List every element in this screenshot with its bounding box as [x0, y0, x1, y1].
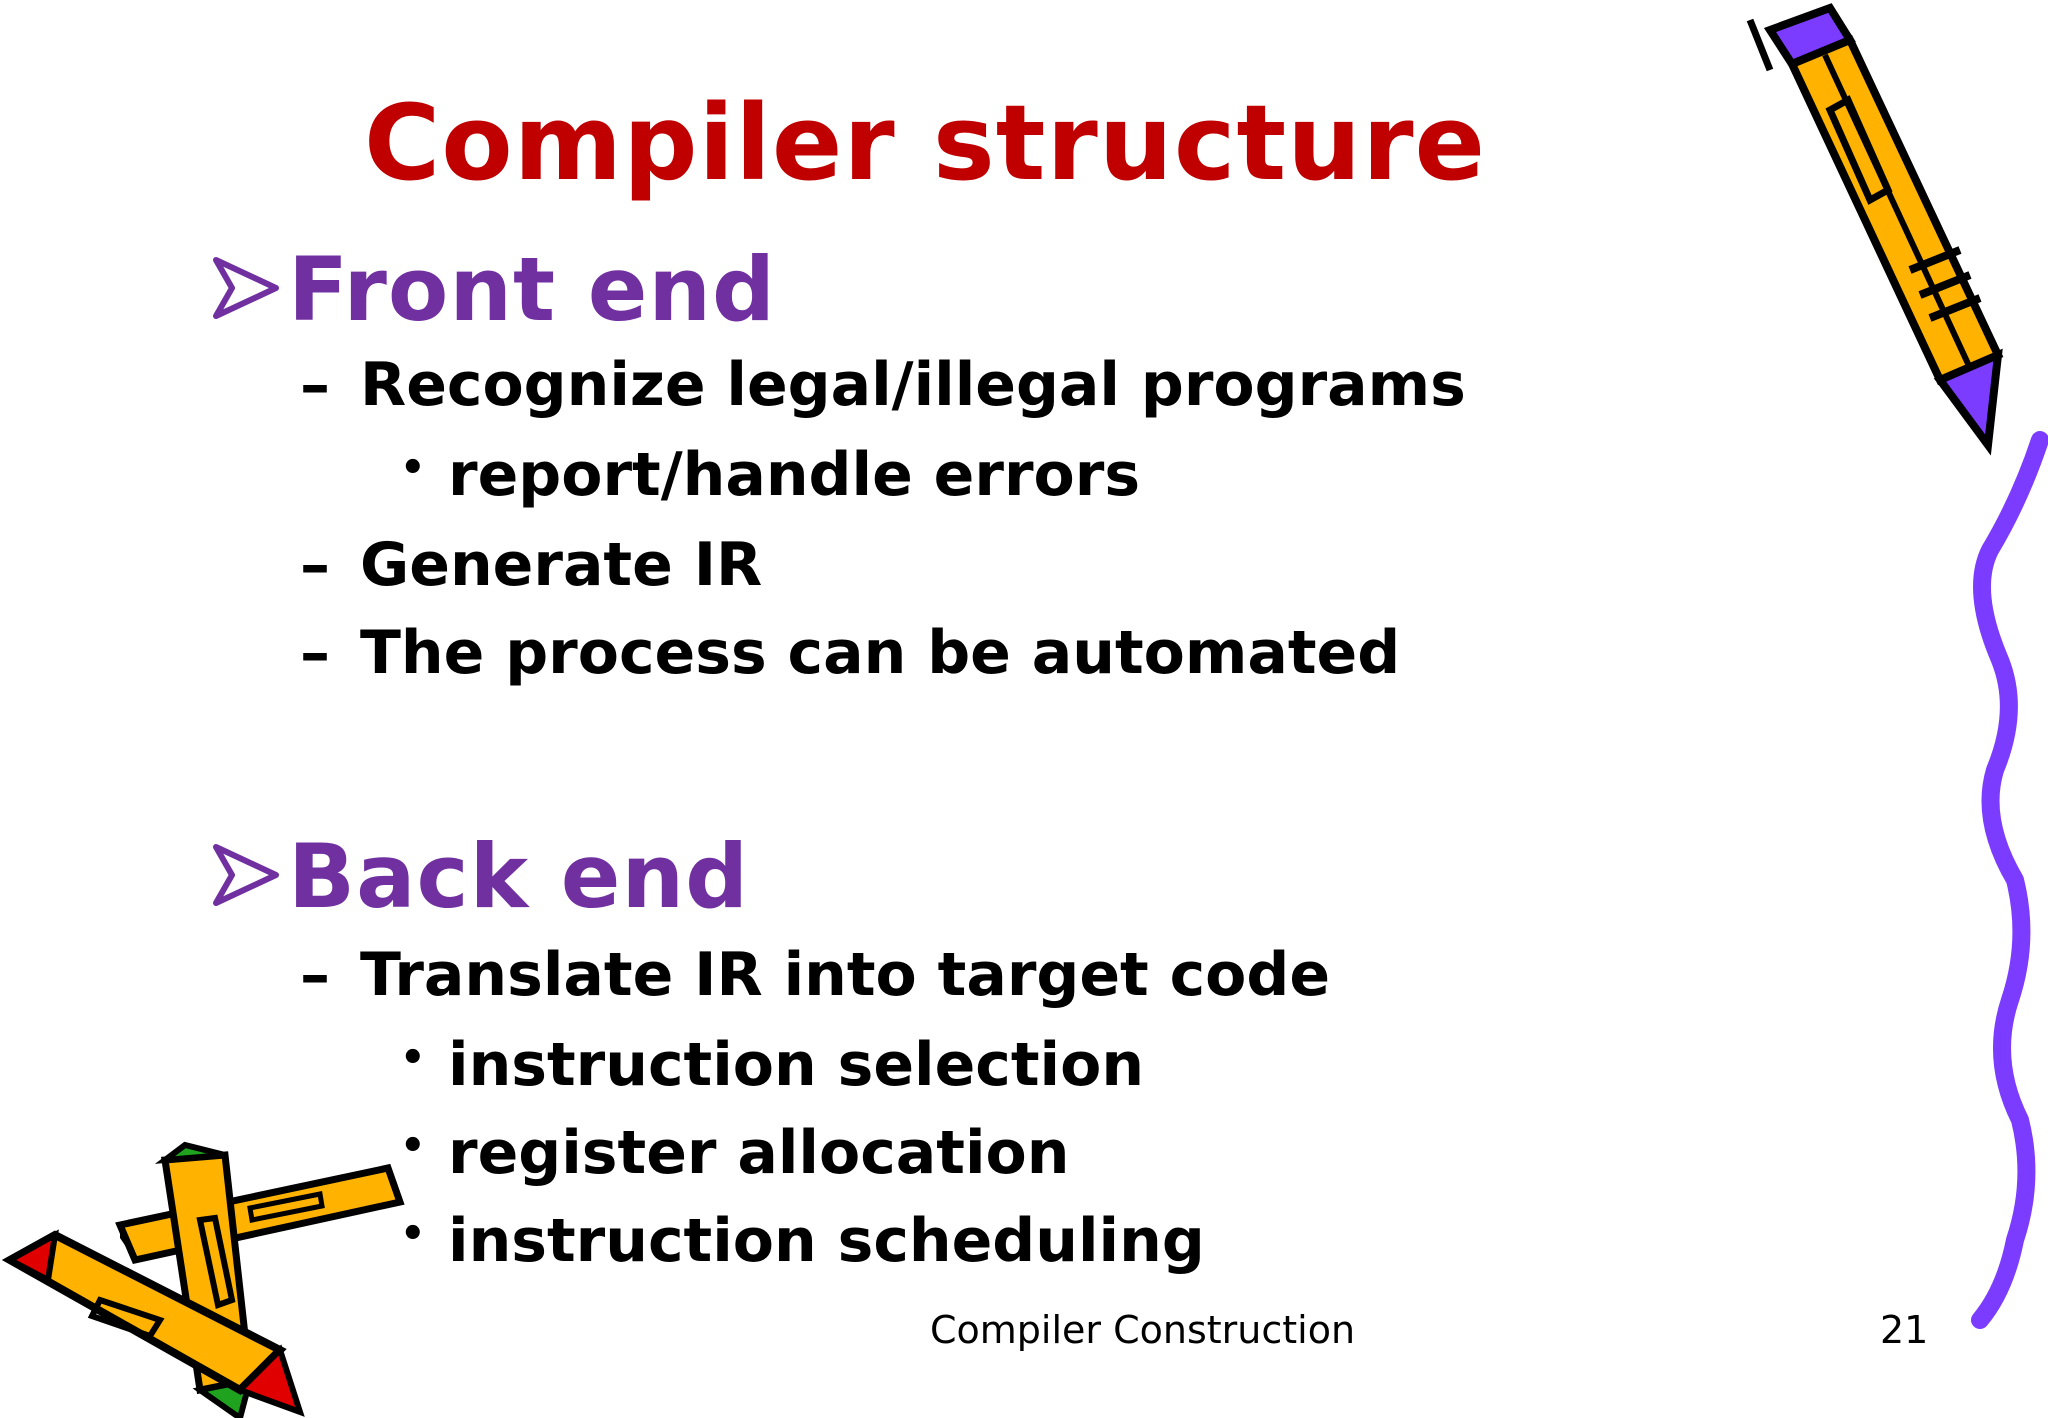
list-item-level2: –The process can be automated	[300, 618, 1400, 688]
section-heading-front-end: Front end	[210, 238, 776, 341]
list-item-text: Translate IR into target code	[360, 940, 1331, 1010]
list-item-level3: • instruction selection	[400, 1030, 1144, 1100]
list-item-level2: –Translate IR into target code	[300, 940, 1330, 1010]
dot-bullet: •	[400, 1123, 426, 1169]
arrow-bullet-icon	[213, 257, 279, 319]
list-item-level2: –Generate IR	[300, 530, 762, 600]
list-item-text: register allocation	[448, 1118, 1070, 1188]
dash-bullet: –	[300, 618, 330, 688]
list-item-text: instruction scheduling	[448, 1206, 1205, 1276]
slide-footer: Compiler Construction	[930, 1308, 1356, 1352]
list-item-text: Generate IR	[360, 530, 763, 600]
pencils-clipart-icon	[1, 1141, 405, 1418]
dot-bullet: •	[400, 1211, 426, 1257]
dash-bullet: –	[300, 530, 330, 600]
list-item-text: report/handle errors	[448, 440, 1141, 510]
dot-bullet: •	[400, 1035, 426, 1081]
section-heading-text: Front end	[288, 238, 777, 341]
list-item-level3: • instruction scheduling	[400, 1206, 1205, 1276]
list-item-text: Recognize legal/illegal programs	[360, 350, 1466, 420]
pencil-clipart-icon	[1746, 3, 2004, 456]
list-item-text: instruction selection	[448, 1030, 1145, 1100]
squiggle-line-icon	[1971, 431, 2048, 1329]
list-item-level3: • report/handle errors	[400, 440, 1140, 510]
dash-bullet: –	[300, 350, 330, 420]
arrow-bullet-icon	[213, 844, 279, 906]
list-item-level2: –Recognize legal/illegal programs	[300, 350, 1466, 420]
list-item-level3: • register allocation	[400, 1118, 1069, 1188]
section-heading-back-end: Back end	[210, 825, 749, 928]
slide-title: Compiler structure	[363, 82, 1487, 204]
dot-bullet: •	[400, 445, 426, 491]
slide-number: 21	[1880, 1308, 1929, 1352]
list-item-text: The process can be automated	[360, 618, 1401, 688]
dash-bullet: –	[300, 940, 330, 1010]
section-heading-text: Back end	[288, 825, 750, 928]
